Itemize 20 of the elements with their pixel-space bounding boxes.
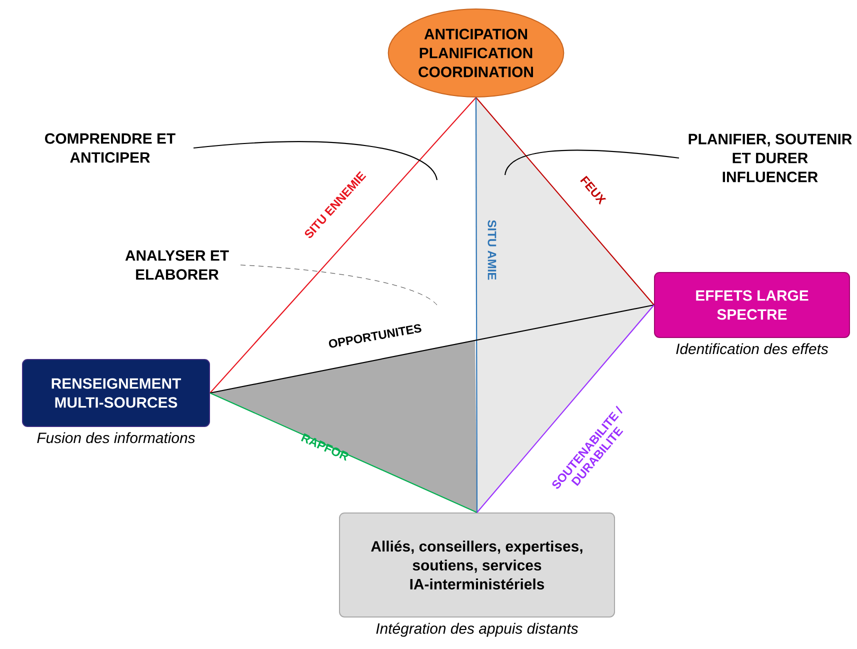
ellipse-node: ANTICIPATION PLANIFICATION COORDINATION	[388, 8, 564, 98]
leader-line	[240, 264, 438, 306]
leader-line	[504, 150, 680, 176]
process-box: Alliés, conseillers, expertises, soutiens, services IA-interministériels	[339, 512, 615, 618]
annotation-text: PLANIFIER, SOUTENIR ET DURER INFLUENCER	[688, 134, 852, 182]
pyramid-edge	[476, 97, 654, 306]
pyramid-edge	[210, 392, 478, 513]
pyramid-edge	[210, 304, 654, 394]
annotation-text: COMPRENDRE ET ANTICIPER	[45, 133, 176, 163]
leader-line	[193, 141, 438, 180]
pyramid-edge	[475, 98, 478, 512]
process-box: EFFETS LARGE SPECTRE	[654, 272, 850, 338]
edge-label: SITU AMIE	[488, 220, 496, 280]
caption-text: Identification des effets	[676, 343, 828, 354]
pyramid-edge	[210, 97, 476, 394]
pyramid-edge	[476, 304, 654, 513]
caption-text: Intégration des appuis distants	[376, 622, 578, 637]
annotation-text: ANALYSER ET ELABORER	[125, 250, 229, 280]
process-box: RENSEIGNEMENT MULTI-SOURCES	[22, 359, 210, 427]
caption-text: Fusion des informations	[37, 432, 195, 444]
